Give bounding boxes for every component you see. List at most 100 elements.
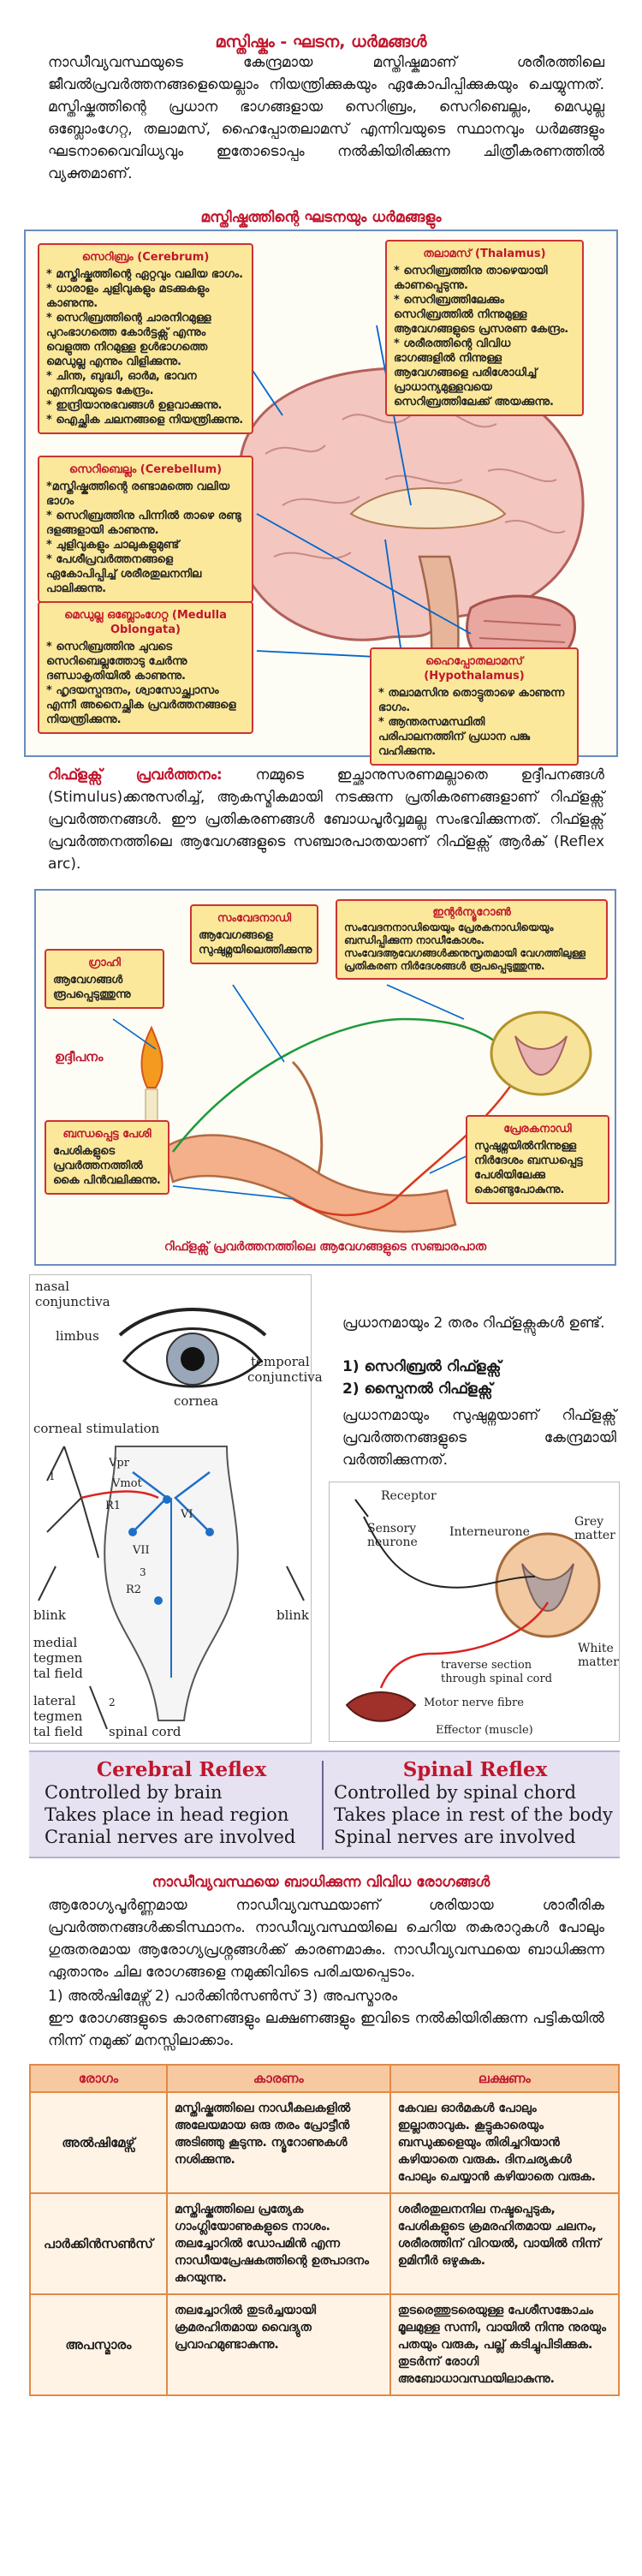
receptor-box: ഗ്രാഹി ആവേഗങ്ങൾ രൂപപ്പെടുത്തുന്നു [45,949,164,1009]
medulla-point: * സെറിബ്രത്തിനു ചുവടെ സെറിബെല്ലത്തോടു ചേ… [46,641,187,683]
cerebellum-point: * സെറിബ്രത്തിനു പിന്നിൽ താഴെ രണ്ടു ദളങ്ങ… [46,510,241,537]
label-temporal-conjunctiva: conjunctiva [247,1369,323,1385]
hypothalamus-point: * ആന്തരസമസ്ഥിതി പരിപാലനത്തിന് പ്രധാന പങ്… [378,716,531,758]
cerebrum-point: * ധാരാളം ചുളിവുകളും മടക്കുകളും കാണുന്നു. [46,283,210,310]
cerebrum-info-box: സെറിബ്രം (Cerebrum) * മസ്തിഷ്കത്തിന്റെ ഏ… [38,243,253,434]
hypothalamus-info-box: ഹൈപ്പോതലാമസ് (Hypothalamus) * തലാമസിനു ത… [370,647,579,766]
muscle-shape [345,1691,417,1722]
cerebellum-point: * ചുളിവുകളും ചാലുകളുമുണ്ട് [46,539,180,552]
stimulus-label: ഉദ്ദീപനം [55,1049,104,1064]
hypothalamus-title: ഹൈപ്പോതലാമസ് (Hypothalamus) [424,655,525,683]
disease-cause: മസ്തിഷ്കത്തിലെ പ്രത്യേക ഗാംഗ്ലിയോണുകളുടെ… [165,2192,391,2295]
label-traverse-1: traverse section [441,1659,532,1672]
label-r2: R2 [126,1583,142,1596]
label-conjunctiva: conjunctiva [35,1294,110,1309]
cerebrum-point: * മസ്തിഷ്കത്തിന്റെ ഏറ്റവും വലിയ ഭാഗം. [46,268,244,281]
diseases-title: നാഡീവ്യവസ്ഥയെ ബാധിക്കുന്ന വിവിധ രോഗങ്ങൾ [152,1874,490,1891]
label-medial-1: medial [33,1635,78,1650]
diseases-paragraph: ആരോഗ്യപൂർണ്ണമായ നാഡീവ്യവസ്ഥയാണ് ശരിയായ ശ… [48,1897,604,1981]
thalamus-point: * ശരീരത്തിന്റെ വിവിധ ഭാഗങ്ങളിൽ നിന്നുള്ള… [394,337,554,408]
spinal-reflex-column: Spinal Reflex Controlled by spinal chord… [334,1759,616,1848]
cerebral-line: Takes place in head region [45,1804,289,1825]
trigeminal-nerve [46,1446,99,1559]
spinal-line: Controlled by spinal chord [334,1782,577,1803]
sensory-nerve-box: സംവേദനാഡി ആവേഗങ്ങളെ സുഷുമ്നയിലെത്തിക്കുന… [190,904,318,964]
brain-diagram-caption: മസ്തിഷ്കത്തിന്റെ ഘടനയും ധർമങ്ങളും [200,209,442,226]
medulla-title: മെഡുല്ല ഒബ്ലോംഗേറ്റ (Medulla Oblongata) [64,609,227,636]
diseases-paragraph-2: ഈ രോഗങ്ങളുടെ കാരണങ്ങളും ലക്ഷണങ്ങളും ഇവിട… [48,2010,604,2049]
sensory-path [363,1516,536,1589]
label-grey-2: matter [574,1529,615,1542]
medulla-info-box: മെഡുല്ല ഒബ്ലോംഗേറ്റ (Medulla Oblongata) … [38,601,253,734]
label-lateral-3: tal field [33,1724,83,1739]
label-medial-2: tegmen [33,1650,83,1666]
cerebral-reflex-column: Cerebral Reflex Controlled by brain Take… [45,1759,318,1848]
spinal-reflex-title: Spinal Reflex [402,1758,548,1781]
cerebrum-point: * ചിന്ത, ബുദ്ധി, ഓർമ, ഭാവന എന്നിവയുടെ കേ… [46,370,197,397]
disease-name: പാർക്കിൻസൺസ് [29,2192,168,2295]
spinal-reflex-illustration [345,1499,601,1722]
disease-symptom: ശരീരതുലനനില നഷ്ടപ്പെടുക, പേശികളുടെ ക്രമര… [389,2192,621,2295]
cerebrum-title: സെറിബ്രം (Cerebrum) [81,251,210,264]
interneuron-text: സംവേദനനാഡിയെയും പ്രേരകനാഡിയെയും ബന്ധിപ്പ… [344,921,586,972]
blink-illustration [38,1308,305,1730]
sensory-nerve-path [172,1017,517,1153]
intro-paragraph: നാഡീവ്യവസ്ഥയുടെ കേന്ദ്രമായ മസ്തിഷ്കമാണ് … [48,54,604,182]
column-header: ലക്ഷണം [389,2064,621,2093]
label-white-1: White [578,1642,614,1655]
cerebellum-point: *മസ്തിഷ്കത്തിന്റെ രണ്ടാമത്തെ വലിയ ഭാഗം [46,480,230,508]
column-header: രോഗം [29,2064,168,2093]
medulla-point: * ഹൃദയസ്പന്ദനം, ശ്വാസോച്ഛ്വാസം എന്നീ അനൈ… [46,684,236,726]
label-receptor: Receptor [381,1489,437,1503]
table-header-row: രോഗം കാരണം ലക്ഷണം [29,2064,621,2093]
cerebellum-info-box: സെറിബെല്ലം (Cerebellum) *മസ്തിഷ്കത്തിന്റ… [38,456,253,603]
brain-diagram-panel: സെറിബ്രം (Cerebrum) * മസ്തിഷ്കത്തിന്റെ ഏ… [24,230,618,766]
receptor-title: ഗ്രാഹി [88,957,121,969]
reflex-types-line1: പ്രധാനമായും 2 തരം റിഫ്ളക്സുകൾ ഉണ്ട്. [342,1315,605,1332]
hypothalamus-point: * തലാമസിനു തൊട്ടുതാഴെ കാണുന്ന ഭാഗം. [378,687,565,714]
label-vmot: Vmot [112,1477,142,1490]
label-sensory-2: neurone [367,1535,418,1549]
reflex-intro-text: നമ്മുടെ ഇച്ഛാനുസരണമല്ലാതെ ഉദ്ദീപനങ്ങൾ (S… [48,766,605,873]
cerebellum-title: സെറിബെല്ലം (Cerebellum) [68,463,223,476]
disease-symptom: കേവല ഓർമകൾ പോലും ഇല്ലാതാവുക. കൂട്ടുകാരെയ… [389,2091,621,2194]
reflex-term: റിഫ്ളക്സ് പ്രവർത്തനം: [48,766,223,784]
interneuron-title: ഇന്റർന്യൂറോൺ [432,906,511,919]
motor-title: പ്രേരകനാഡി [503,1123,572,1136]
effector-title: ബന്ധപ്പെട്ട പേശി [62,1128,152,1141]
disease-table-wrap: രോഗം കാരണം ലക്ഷണം അൽഷിമേഴ്സ് മസ്തിഷ്കത്ത… [29,2064,621,2396]
motor-path [379,1601,550,1689]
sensory-title: സംവേദനാഡി [217,912,292,925]
cerebrum-point: * സെറിബ്രത്തിന്റെ ചാരനിറമുള്ള പുറംഭാഗത്ത… [46,312,211,368]
disease-cause: തലച്ചോറിൽ തുടർച്ചയായി ക്രമരഹിതമായ വൈദ്യു… [165,2293,391,2396]
receptor-text: ആവേഗങ്ങൾ രൂപപ്പെടുത്തുന്നു [53,974,131,1001]
thalamus-point: * സെറിബ്രത്തിനു താഴെയായി കാണപ്പെടുന്നു. [394,265,548,292]
label-traverse-2: through spinal cord [441,1673,553,1685]
label-r1: R1 [105,1500,122,1512]
motor-text: സുഷുമ്നയിൽനിന്നുള്ള നിർദേശം ബന്ധപ്പെട്ട … [474,1140,583,1196]
brain-illustration [235,325,585,695]
label-grey-1: Grey [574,1515,604,1529]
reflex-arc-caption: റിഫ്ളക്സ് പ്രവർത്തനത്തിലെ ആവേഗങ്ങളുടെ സഞ… [163,1240,487,1254]
blink-reflex-diagram: nasal conjunctiva limbus cornea temporal… [29,1274,323,1744]
spinal-reflex-diagram: Receptor Sensory neurone Interneurone Gr… [329,1482,620,1742]
reflex-arc-panel: ഗ്രാഹി ആവേഗങ്ങൾ രൂപപ്പെടുത്തുന്നു സംവേദന… [34,889,616,1266]
label-blink-right: blink [276,1607,309,1623]
motor-nerve-box: പ്രേരകനാഡി സുഷുമ്നയിൽനിന്നുള്ള നിർദേശം ബ… [466,1115,609,1204]
table-row: അൽഷിമേഴ്സ് മസ്തിഷ്കത്തിലെ നാഡീകലകളിൽ അലേ… [29,2091,621,2194]
label-corneal-stimulation: corneal stimulation [33,1421,160,1436]
disease-table: രോഗം കാരണം ലക്ഷണം അൽഷിമേഴ്സ് മസ്തിഷ്കത്ത… [29,2064,621,2396]
effector-box: ബന്ധപ്പെട്ട പേശി പേശികളുടെ പ്രവർത്തനത്തി… [45,1120,169,1195]
reflex-comparison-box: Cerebral Reflex Controlled by brain Take… [29,1750,620,1858]
cerebellum-point: * പേശീപ്രവർത്തനങ്ങളെ ഏകോപിപ്പിച്ച് ശരീരത… [46,553,202,595]
sensory-text: ആവേഗങ്ങളെ സുഷുമ്നയിലെത്തിക്കുന്നു [199,929,312,957]
label-sensory-1: Sensory [367,1522,417,1535]
label-spinal-cord: spinal cord [109,1724,181,1739]
spinal-line: Takes place in rest of the body [334,1804,613,1825]
flame-shape [140,1025,163,1088]
label-blink-left: blink [33,1607,66,1623]
thalamus-title: തലാമസ് (Thalamus) [423,247,546,260]
effector-text: പേശികളുടെ പ്രവർത്തനത്തിൽ കൈ പിൻവലിക്കുന്… [53,1145,161,1187]
reflex-type-cerebral: 1) സെറിബ്രൽ റിഫ്ളക്സ് [342,1358,502,1375]
label-nasal: nasal [35,1279,70,1294]
